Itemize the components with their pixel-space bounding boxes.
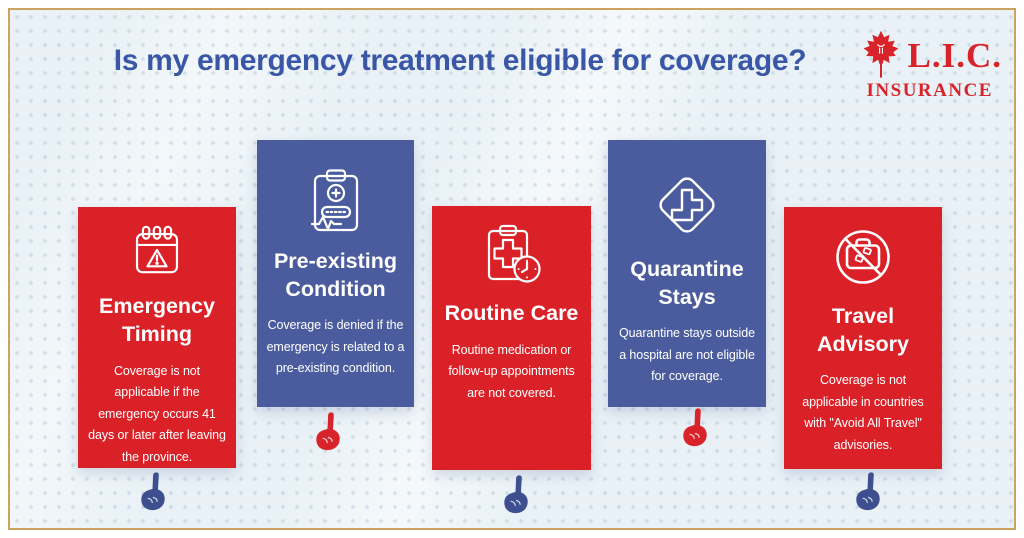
pointing-hand-icon [504, 475, 528, 514]
pointing-hand-icon [141, 472, 165, 511]
logo-subtitle: INSURANCE [866, 80, 993, 101]
page-title: Is my emergency treatment eligible for c… [113, 44, 807, 77]
card-body: Coverage is not applicable in countries … [802, 373, 924, 452]
logo-name: L.I.C. [907, 35, 1002, 75]
pointing-hand-icon [683, 408, 707, 447]
medical-clipboard-icon [310, 169, 358, 232]
pointing-hand-icon [856, 472, 880, 511]
card-body: Routine medication or follow-up appointm… [448, 342, 575, 400]
quarantine-cross-icon [659, 177, 715, 233]
card-title: Routine Care [444, 301, 579, 325]
card-title: Quarantine Stays [630, 257, 744, 309]
card-title: Pre-existing Condition [273, 249, 398, 301]
pointing-hand-icon [316, 412, 340, 451]
lic-insurance-logo: L.I.C. INSURANCE [858, 30, 1003, 102]
calendar-warning-icon [135, 225, 179, 274]
card-body: Coverage is not applicable if the emerge… [88, 363, 226, 464]
card-routine-care: Routine Care Routine medication or follo… [432, 206, 591, 470]
clipboard-clock-icon [487, 224, 541, 283]
card-emergency-timing: Emergency Timing Coverage is not applica… [78, 207, 236, 468]
card-travel-advisory: Travel Advisory Coverage is not applicab… [784, 207, 942, 469]
maple-leaf-icon [863, 30, 898, 78]
card-pre-existing-condition: Pre-existing Condition Coverage is denie… [257, 140, 414, 407]
card-body: Coverage is denied if the emergency is r… [266, 318, 405, 376]
card-body: Quarantine stays outside a hospital are … [619, 326, 755, 384]
card-title: Travel Advisory [816, 304, 909, 356]
card-title: Emergency Timing [99, 294, 215, 346]
no-travel-icon [836, 230, 890, 284]
card-quarantine-stays: Quarantine Stays Quarantine stays outsid… [608, 140, 766, 407]
